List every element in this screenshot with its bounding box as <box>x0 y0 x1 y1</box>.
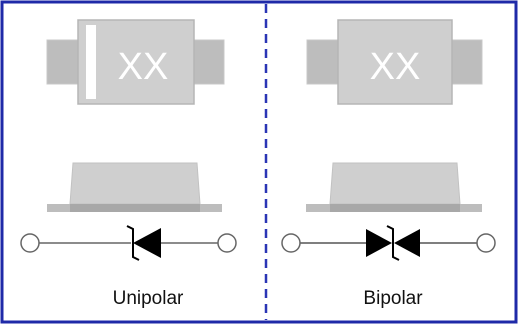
unipolar-caption: Unipolar <box>113 288 184 309</box>
unipolar-side-base <box>70 204 200 212</box>
bipolar-top-view: XX <box>306 19 483 105</box>
unipolar-lead-right <box>191 39 225 85</box>
unipolar-terminal-left <box>20 233 40 253</box>
unipolar-marking: XX <box>118 46 169 88</box>
bipolar-package-body <box>337 19 453 105</box>
bipolar-caption: Bipolar <box>363 288 423 309</box>
bipolar-triangle-right <box>394 229 420 257</box>
unipolar-side-body <box>69 162 201 205</box>
cathode-band <box>86 25 96 99</box>
unipolar-diode-triangle <box>133 228 161 258</box>
unipolar-package-body <box>77 19 195 105</box>
bipolar-terminal-right <box>476 233 496 253</box>
unipolar-top-view: XX <box>46 19 225 105</box>
tvs-diode-unidirectional-icon <box>20 225 237 261</box>
bipolar-side-body <box>329 162 461 205</box>
bipolar-side-view <box>306 162 482 212</box>
bipolar-panel: XX Bipolar <box>281 19 496 309</box>
unipolar-side-view <box>47 162 222 212</box>
unipolar-lead-left <box>46 39 80 85</box>
bipolar-cathode-bar <box>386 225 400 261</box>
bipolar-marking: XX <box>370 46 421 88</box>
unipolar-panel: XX Unipolar <box>20 19 237 309</box>
bipolar-terminal-left <box>281 233 301 253</box>
bipolar-lead-left <box>306 39 340 85</box>
bipolar-triangle-left <box>366 229 392 257</box>
bipolar-lead-right <box>449 39 483 85</box>
unipolar-terminal-right <box>217 233 237 253</box>
tvs-diode-bidirectional-icon <box>281 225 496 261</box>
bipolar-side-base <box>330 204 460 212</box>
